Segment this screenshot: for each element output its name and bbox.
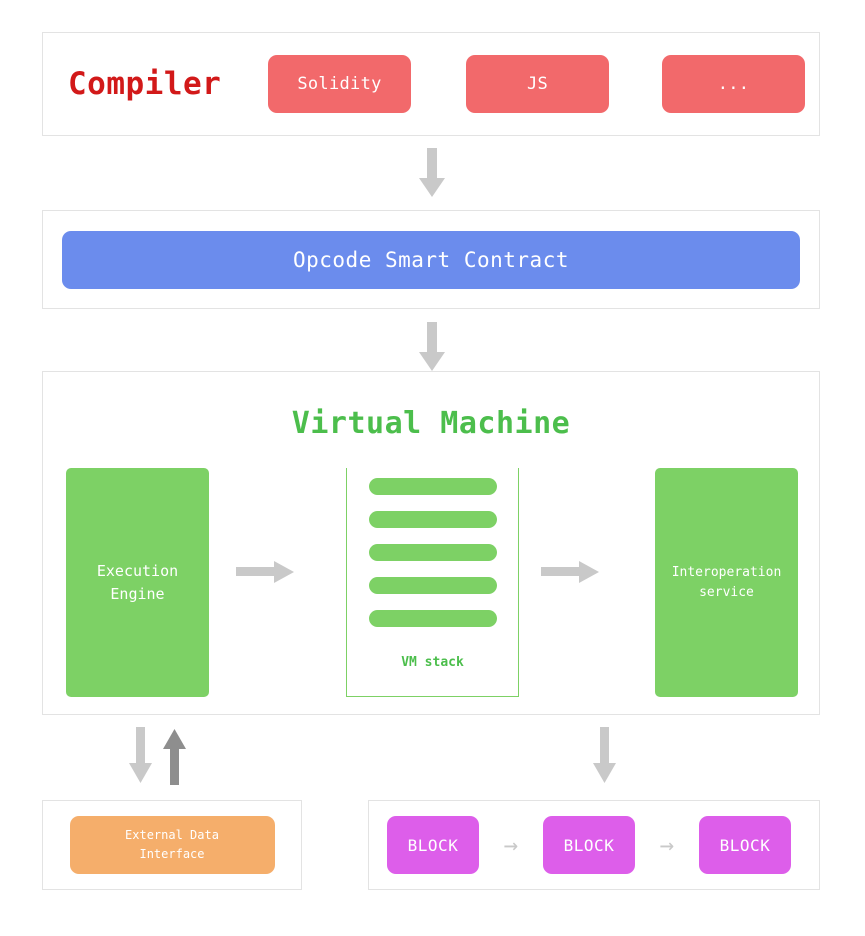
block-chip-1[interactable]: BLOCK [387, 816, 479, 874]
execution-engine-label: Execution Engine [96, 562, 179, 603]
virtual-machine-panel: Virtual Machine Execution Engine VM stac… [42, 371, 820, 715]
down-arrow-icon-opcode-to-vm [419, 322, 445, 371]
language-chip-more[interactable]: ... [662, 55, 805, 113]
external-data-panel: External Data Interface [42, 800, 302, 890]
language-chip-js[interactable]: JS [466, 55, 609, 113]
right-arrow-icon-stack-to-interop [541, 561, 599, 583]
right-arrow-icon-block-1-to-2: → [503, 831, 519, 859]
vm-stack-item [368, 511, 497, 528]
opcode-smart-contract-bar[interactable]: Opcode Smart Contract [62, 230, 800, 289]
right-arrow-icon-exec-to-stack [236, 561, 294, 583]
right-arrow-icon-block-2-to-3: → [659, 831, 675, 859]
external-data-interface-label: External Data Interface [125, 827, 219, 861]
external-data-interface-chip[interactable]: External Data Interface [69, 816, 275, 874]
compiler-title: Compiler [68, 66, 222, 102]
vm-stack-item [368, 610, 497, 627]
execution-engine-block[interactable]: Execution Engine [66, 468, 209, 697]
down-arrow-icon-vm-to-chain [593, 727, 616, 783]
vm-stack-bars [347, 478, 518, 643]
vm-stack-item [368, 478, 497, 495]
vm-stack-label: VM stack [401, 655, 464, 670]
virtual-machine-title: Virtual Machine [291, 406, 571, 441]
block-chip-3[interactable]: BLOCK [699, 816, 791, 874]
interoperation-service-label: Interoperation service [671, 565, 782, 600]
language-chip-solidity[interactable]: Solidity [268, 55, 411, 113]
compiler-panel: Compiler Solidity JS ... [42, 32, 820, 136]
opcode-panel: Opcode Smart Contract [42, 210, 820, 309]
blockchain-panel: BLOCK → BLOCK → BLOCK [368, 800, 820, 890]
down-arrow-icon-vm-to-external [129, 727, 152, 783]
vm-stack-container: VM stack [346, 468, 519, 697]
vm-stack-item [368, 544, 497, 561]
down-arrow-icon-compiler-to-opcode [419, 148, 445, 197]
interoperation-service-block[interactable]: Interoperation service [655, 468, 798, 697]
virtual-machine-inner: Execution Engine VM stack Interoperation [43, 468, 819, 698]
block-chip-2[interactable]: BLOCK [543, 816, 635, 874]
vm-stack-item [368, 577, 497, 594]
up-arrow-icon-external-to-vm [163, 729, 186, 785]
